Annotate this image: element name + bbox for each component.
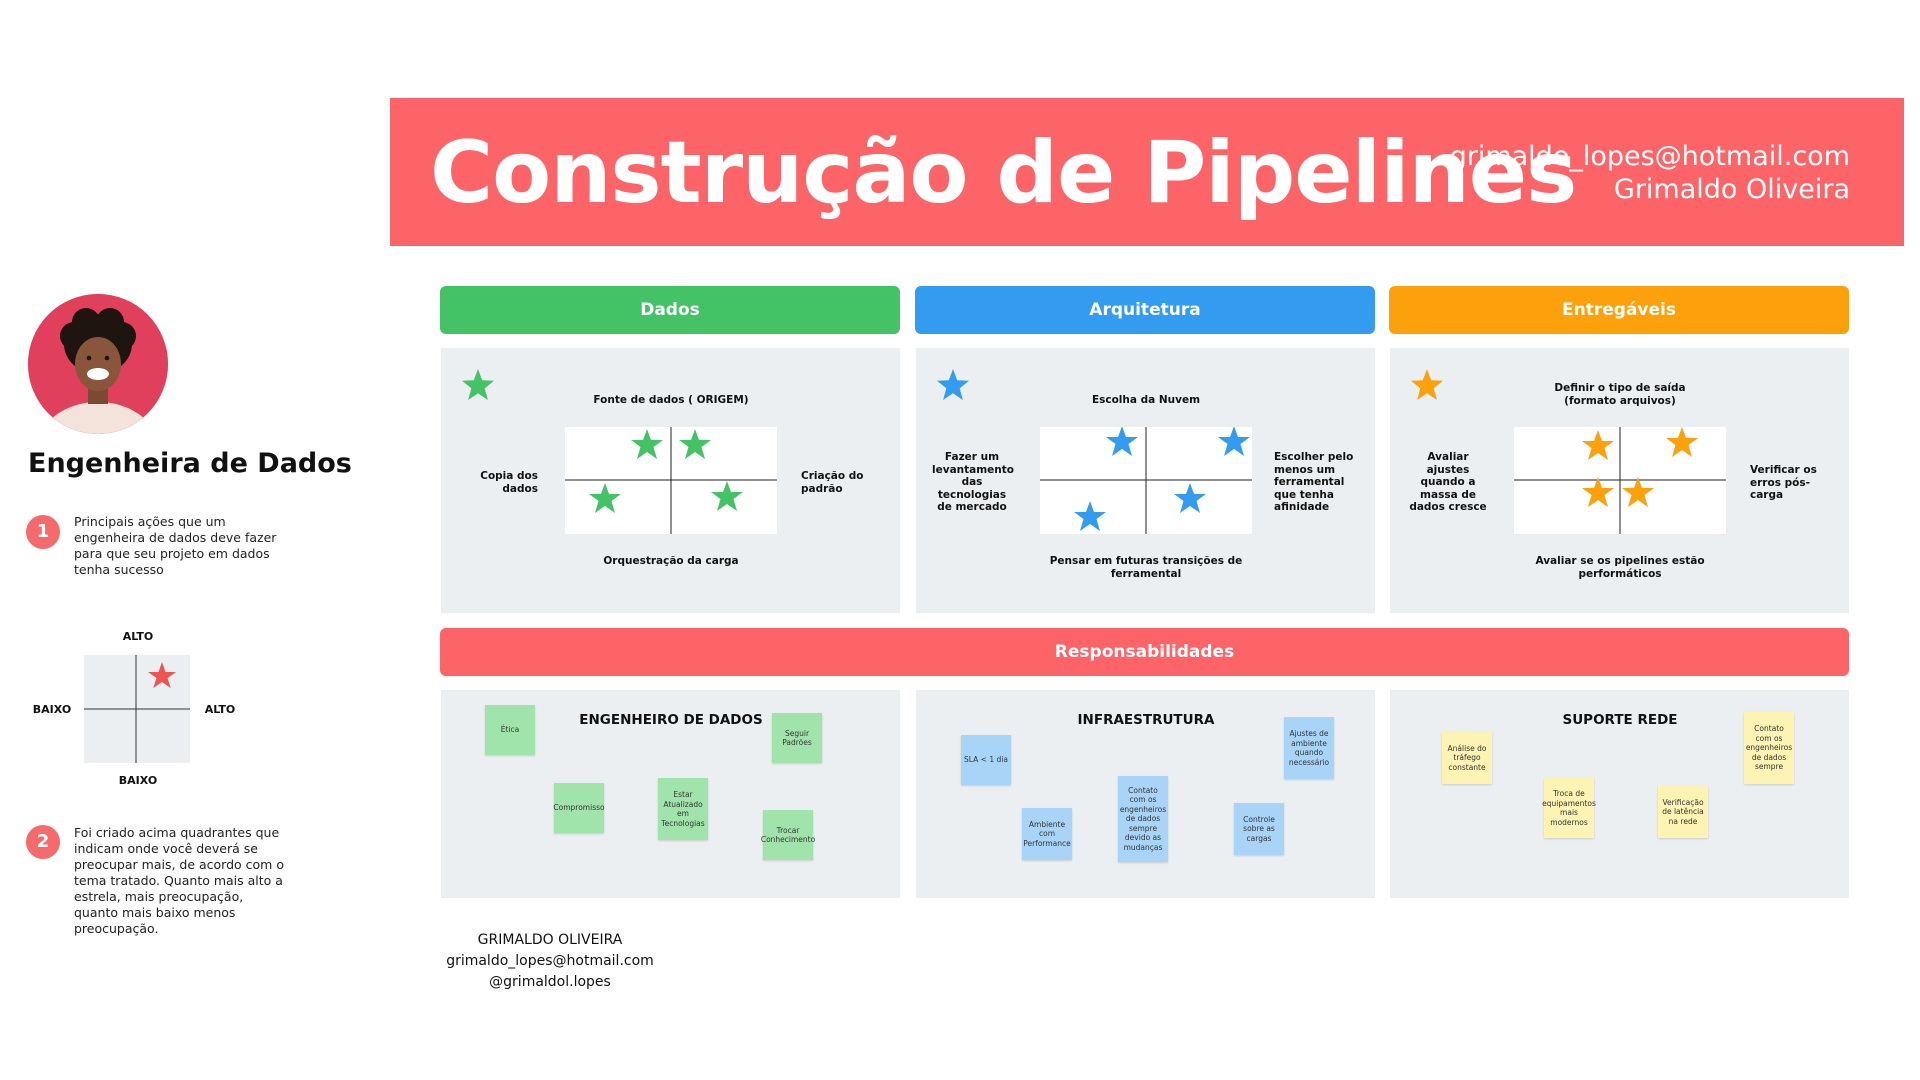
sticky-note: Controle sobre as cargas xyxy=(1234,803,1284,855)
star-icon xyxy=(1622,477,1654,507)
star-icon xyxy=(679,429,711,459)
star-icon xyxy=(1106,427,1138,456)
sticky-note: Compromisso xyxy=(553,783,605,833)
quadrant-top-label: Definir o tipo de saída (formato arquivo… xyxy=(1554,382,1686,407)
star-icon xyxy=(1074,501,1106,531)
quad-label-left: BAIXO xyxy=(32,703,72,716)
star-icon xyxy=(1218,427,1250,456)
step-1-badge: 1 xyxy=(26,515,60,549)
step-2-text: Foi criado acima quadrantes que indicam … xyxy=(74,825,284,936)
sticky-note: Seguir Padrões xyxy=(772,713,822,763)
sticky-note: Estar Atualizado em Tecnologias xyxy=(658,778,708,840)
banner-email: grimaldo_lopes@hotmail.com xyxy=(1449,141,1850,172)
footer-name: GRIMALDO OLIVEIRA xyxy=(477,932,623,948)
quadrant-left-label: Avaliar ajustes quando a massa de dados … xyxy=(1409,451,1487,513)
page-title: Construção de Pipelines xyxy=(430,123,1577,223)
sticky-note: Trocar Conhecimento xyxy=(761,810,815,860)
header-arquitetura: Arquitetura xyxy=(915,286,1375,334)
quadrant-right-label: Verificar os erros pós-carga xyxy=(1750,464,1817,501)
quadrant-top-label: Escolha da Nuvem xyxy=(1091,394,1201,406)
quad-label-right: ALTO xyxy=(204,703,236,716)
sticky-note: Ética xyxy=(485,705,535,755)
panel-suporte-rede: SUPORTE REDE Análise do tráfego constant… xyxy=(1390,690,1849,898)
sticky-note: Contato com os engenheiros de dados semp… xyxy=(1744,712,1794,784)
sticky-note: Verificação de latência na rede xyxy=(1658,786,1708,838)
star-icon xyxy=(148,662,176,688)
footer-credits: GRIMALDO OLIVEIRA grimaldo_lopes@hotmail… xyxy=(440,930,660,993)
quadrant-chart xyxy=(1514,427,1726,534)
quadrant-bottom-label: Avaliar se os pipelines estão performáti… xyxy=(1535,555,1705,580)
banner-name: Grimaldo Oliveira xyxy=(1613,174,1850,205)
star-icon xyxy=(631,429,663,459)
banner-contact: grimaldo_lopes@hotmail.com Grimaldo Oliv… xyxy=(1450,140,1850,206)
panel-title: SUPORTE REDE xyxy=(1562,712,1678,728)
quadrant-bottom-label: Orquestração da carga xyxy=(603,555,739,567)
quadrant-top-label: Fonte de dados ( ORIGEM) xyxy=(593,394,749,406)
star-icon xyxy=(937,369,969,400)
quadrant-left-label: Copia dos dados xyxy=(480,470,538,495)
sticky-note: Contato com os engenheiros de dados semp… xyxy=(1118,776,1168,862)
quad-label-top: ALTO xyxy=(122,630,154,643)
role-title: Engenheira de Dados xyxy=(28,448,352,479)
header-responsabilidades: Responsabilidades xyxy=(440,628,1849,676)
quadrant-left-label: Fazer um levantamento das tecnologias de… xyxy=(932,451,1015,513)
header-dados: Dados xyxy=(440,286,900,334)
legend-quadrant xyxy=(84,655,190,763)
footer-email: grimaldo_lopes@hotmail.com xyxy=(446,953,654,969)
sticky-note: Troca de equipamentos mais modernos xyxy=(1542,778,1596,838)
star-icon xyxy=(1666,427,1698,457)
panel-title: ENGENHEIRO DE DADOS xyxy=(579,712,763,728)
panel-infraestrutura: INFRAESTRUTURA SLA < 1 dia Ajustes de am… xyxy=(916,690,1375,898)
step-2-badge: 2 xyxy=(26,825,60,859)
star-icon xyxy=(1582,430,1614,460)
panel-entregaveis: Definir o tipo de saída (formato arquivo… xyxy=(1390,348,1849,613)
star-icon xyxy=(589,483,621,513)
panel-engenheiro-de-dados: ENGENHEIRO DE DADOS Ética Seguir Padrões… xyxy=(441,690,900,898)
star-icon xyxy=(1174,483,1206,513)
quadrant-chart xyxy=(565,427,777,534)
title-banner xyxy=(390,98,1904,246)
star-icon xyxy=(462,369,494,400)
quad-label-bottom: BAIXO xyxy=(118,774,158,787)
star-icon xyxy=(1411,369,1443,400)
quadrant-right-label: Criação do padrão xyxy=(801,470,864,495)
sticky-note: Análise do tráfego constante xyxy=(1442,732,1492,784)
sticky-note: Ambiente com Performance xyxy=(1022,808,1072,860)
avatar xyxy=(28,294,168,434)
star-icon xyxy=(711,481,743,511)
sticky-note: Ajustes de ambiente quando necessário xyxy=(1284,717,1334,779)
sticky-note: SLA < 1 dia xyxy=(961,735,1011,785)
header-entregaveis: Entregáveis xyxy=(1389,286,1849,334)
panel-title: INFRAESTRUTURA xyxy=(1077,712,1215,728)
quadrant-bottom-label: Pensar em futuras transições de ferramen… xyxy=(1049,555,1243,580)
avatar-illustration xyxy=(28,294,168,434)
panel-arquitetura: Escolha da Nuvem Fazer um levantamento d… xyxy=(916,348,1375,613)
step-1-text: Principais ações que um engenheira de da… xyxy=(74,514,277,577)
quadrant-right-label: Escolher pelo menos um ferramental que t… xyxy=(1274,451,1354,513)
panel-dados: Fonte de dados ( ORIGEM) Copia dos dados… xyxy=(441,348,900,613)
footer-handle: @grimaldol.lopes xyxy=(489,974,611,990)
star-icon xyxy=(1582,477,1614,507)
quadrant-chart xyxy=(1040,427,1252,534)
